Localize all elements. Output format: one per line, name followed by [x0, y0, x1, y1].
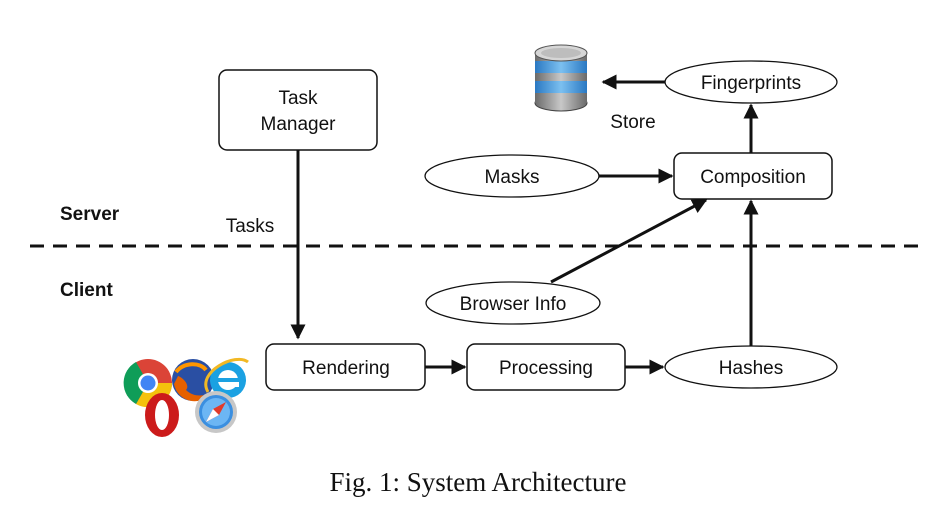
ie-logo-icon	[204, 357, 249, 398]
database-icon	[534, 44, 588, 112]
browser-info-node	[425, 281, 601, 325]
client-zone-label: Client	[60, 280, 113, 301]
processing-label: Processing	[499, 358, 593, 379]
masks-label: Masks	[485, 167, 540, 188]
browser-info-to-composition-arrow	[550, 198, 708, 284]
rendering-label: Rendering	[302, 358, 390, 379]
opera-logo-icon	[145, 393, 179, 437]
hashes-label: Hashes	[719, 358, 783, 379]
browser-info-label: Browser Info	[460, 294, 567, 315]
firefox-logo-icon	[172, 359, 214, 402]
browser-logos-icon	[123, 357, 249, 437]
figure-caption: Fig. 1: System Architecture	[330, 467, 627, 497]
tasks-edge-label: Tasks	[226, 216, 275, 237]
fingerprints-label: Fingerprints	[701, 73, 801, 94]
composition-label: Composition	[700, 167, 806, 188]
task-manager-box	[218, 69, 378, 151]
safari-logo-icon	[195, 391, 237, 433]
store-label: Store	[610, 112, 655, 133]
task-manager-label-line1: Task	[278, 88, 318, 109]
composition-box	[673, 152, 833, 200]
server-zone-label: Server	[60, 204, 120, 225]
task-manager-label-line2: Manager	[261, 114, 337, 135]
